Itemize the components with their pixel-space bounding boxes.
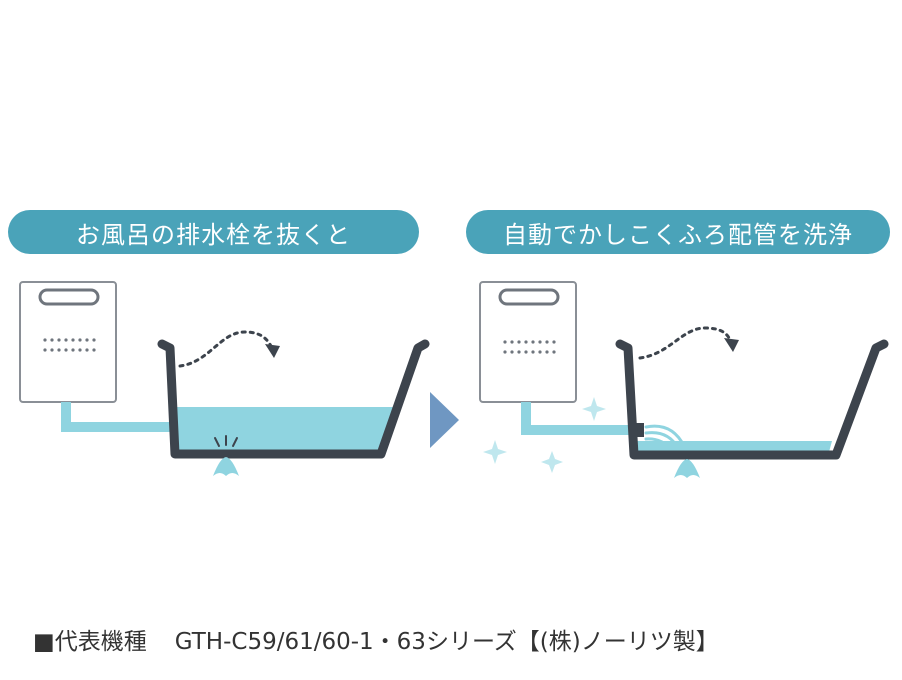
- water-heater-icon: [19, 281, 117, 403]
- bathtub-icon-right: [615, 339, 889, 460]
- scene-cleaning: [479, 281, 889, 478]
- next-step-arrow-icon: [430, 392, 459, 448]
- caption-model: GTH-C59/61/60-1・63シリーズ【(株)ノーリツ製】: [174, 629, 719, 655]
- sparkle-icons: [483, 397, 606, 473]
- model-caption: ■代表機種 GTH-C59/61/60-1・63シリーズ【(株)ノーリツ製】: [33, 622, 719, 656]
- water-heater-icon-right: [479, 281, 577, 403]
- drain-spray-lines: [214, 435, 238, 447]
- dotted-flow-arrow-right: [638, 326, 733, 360]
- bath-water-right: [636, 441, 832, 452]
- bath-pipe: [61, 402, 178, 432]
- arrow-head-icon-right: [724, 338, 739, 352]
- caption-prefix: ■代表機種: [33, 629, 147, 655]
- bathtub-icon: [157, 339, 430, 459]
- step-2-label: 自動でかしこくふろ配管を洗浄: [466, 210, 890, 254]
- drain-splash-icon-right: [674, 459, 700, 478]
- step-1-label: お風呂の排水栓を抜くと: [8, 210, 419, 254]
- arrow-head-icon: [265, 344, 280, 358]
- bath-water: [172, 407, 395, 450]
- bath-pipe-right: [521, 402, 638, 435]
- scene-drain: [19, 281, 430, 476]
- dotted-flow-arrow: [178, 330, 274, 368]
- drain-splash-icon: [213, 457, 239, 476]
- bath-drain-diagram: [19, 281, 889, 478]
- pipe-fitting-right: [636, 423, 644, 437]
